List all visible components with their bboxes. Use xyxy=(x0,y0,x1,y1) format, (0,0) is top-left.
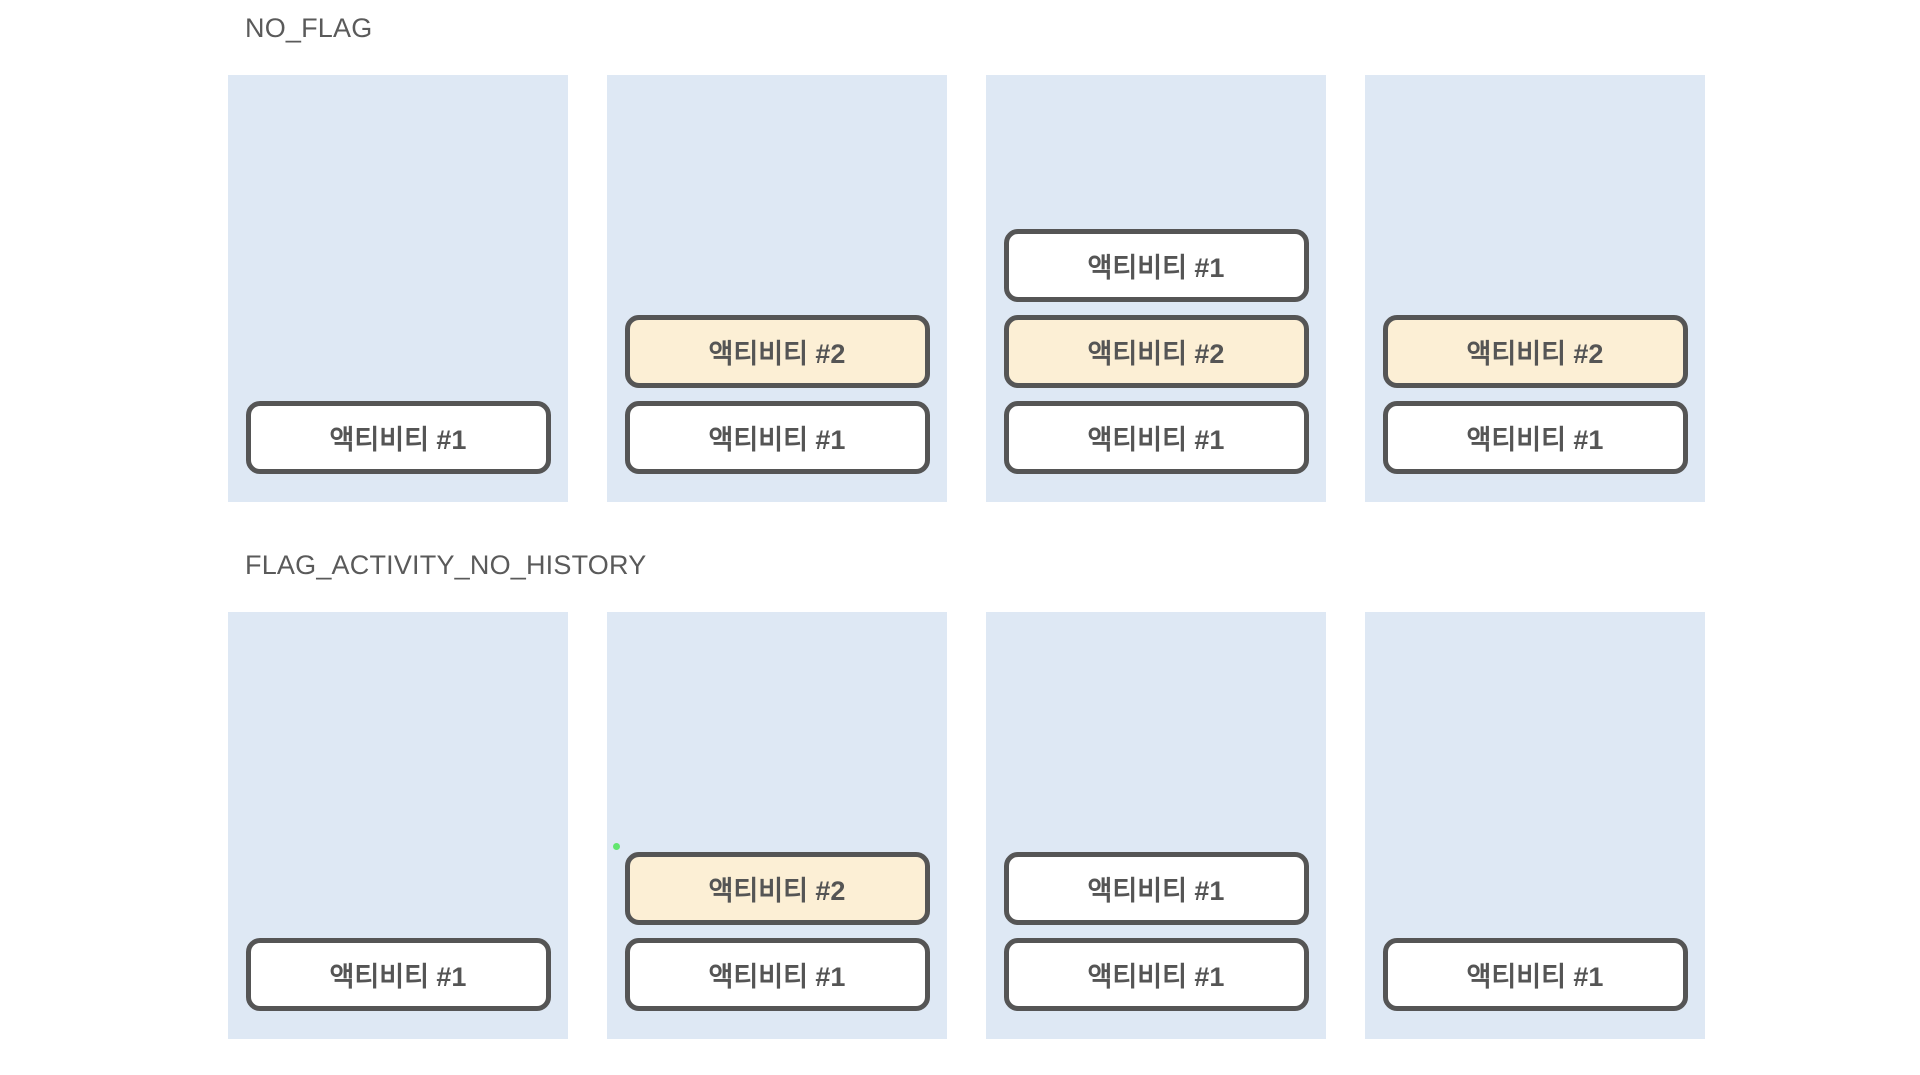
activity-stack-panel: 액티비티 #1 액티비티 #2 xyxy=(607,75,947,502)
activity-stack-panel: 액티비티 #1 xyxy=(228,75,568,502)
activity-card[interactable]: 액티비티 #1 xyxy=(1003,938,1309,1011)
activity-card[interactable]: 액티비티 #1 xyxy=(1003,229,1309,302)
section-label-flag-activity-no-history: FLAG_ACTIVITY_NO_HISTORY xyxy=(245,550,647,580)
activity-card[interactable]: 액티비티 #1 xyxy=(245,938,551,1011)
activity-card[interactable]: 액티비티 #2 xyxy=(624,315,930,388)
activity-stack-panel: 액티비티 #1 액티비티 #2 액티비티 #1 xyxy=(986,75,1326,502)
activity-card[interactable]: 액티비티 #1 xyxy=(1382,938,1688,1011)
activity-card[interactable]: 액티비티 #1 xyxy=(624,401,930,474)
activity-card[interactable]: 액티비티 #1 xyxy=(245,401,551,474)
activity-stack-panel: 액티비티 #1 xyxy=(228,612,568,1039)
activity-stack-panel: 액티비티 #1 액티비티 #1 xyxy=(986,612,1326,1039)
activity-card[interactable]: 액티비티 #2 xyxy=(624,852,930,925)
activity-card[interactable]: 액티비티 #2 xyxy=(1003,315,1309,388)
activity-stack-panel: 액티비티 #1 xyxy=(1365,612,1705,1039)
activity-card[interactable]: 액티비티 #1 xyxy=(1382,401,1688,474)
panel-row-flag-activity-no-history: 액티비티 #1 액티비티 #1 액티비티 #2 액티비티 #1 액티비티 #1 … xyxy=(228,612,1718,1039)
activity-stack-panel: 액티비티 #1 액티비티 #2 xyxy=(607,612,947,1039)
activity-card[interactable]: 액티비티 #1 xyxy=(624,938,930,1011)
activity-stack-panel: 액티비티 #1 액티비티 #2 xyxy=(1365,75,1705,502)
activity-card[interactable]: 액티비티 #1 xyxy=(1003,852,1309,925)
activity-card[interactable]: 액티비티 #1 xyxy=(1003,401,1309,474)
section-label-no-flag: NO_FLAG xyxy=(245,13,373,43)
activity-card[interactable]: 액티비티 #2 xyxy=(1382,315,1688,388)
panel-row-no-flag: 액티비티 #1 액티비티 #1 액티비티 #2 액티비티 #1 액티비티 #2 … xyxy=(228,75,1718,502)
